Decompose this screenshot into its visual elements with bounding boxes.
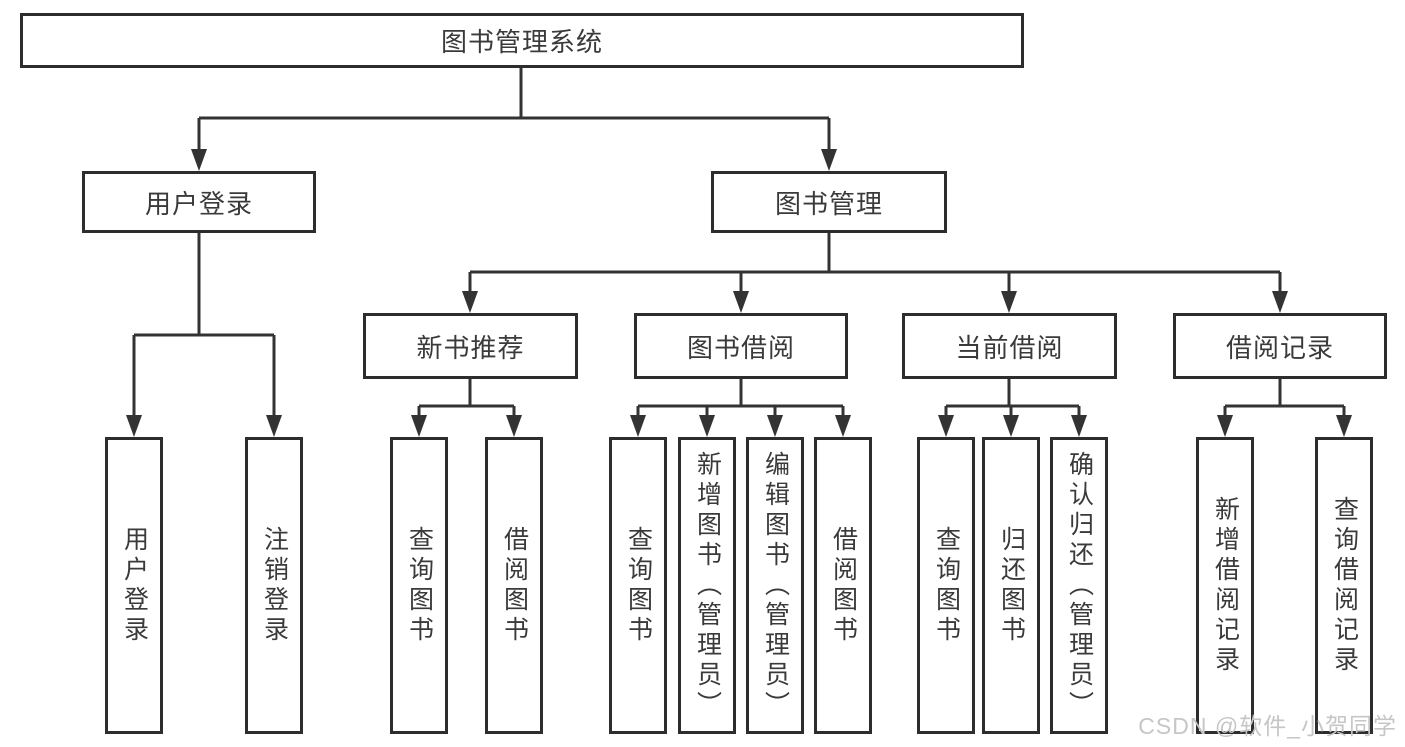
arrowhead [1336,415,1352,437]
leaf-label: 注销登录 [260,525,289,646]
leaf-label: 编辑图书（管理员） [761,450,790,721]
arrowhead [462,291,478,313]
leaf-borrow-books: 借阅图书 [814,437,872,734]
leaf-add-book-admin: 新增图书（管理员） [678,437,736,734]
node-book-borrow: 图书借阅 [634,313,848,379]
leaf-query-books-current: 查询图书 [917,437,975,734]
arrowhead [191,149,207,171]
leaf-label: 查询图书 [624,525,653,646]
leaf-return-book: 归还图书 [982,437,1040,734]
leaf-borrow-books-recommend: 借阅图书 [485,437,543,734]
arrowhead [506,415,522,437]
arrowhead [266,415,282,437]
arrowhead [699,415,715,437]
leaf-query-books-recommend: 查询图书 [390,437,448,734]
leaf-label: 确认归还（管理员） [1065,450,1094,721]
arrowhead [126,415,142,437]
arrowhead [630,415,646,437]
node-borrow-records: 借阅记录 [1173,313,1387,379]
node-current-borrow: 当前借阅 [902,313,1117,379]
arrowhead [767,415,783,437]
leaf-label: 归还图书 [997,525,1026,646]
leaf-label: 借阅图书 [500,525,529,646]
arrowhead [411,415,427,437]
leaf-label: 查询借阅记录 [1330,495,1359,676]
arrowhead [1217,415,1233,437]
connector-borrow-records [1223,379,1346,416]
leaf-label: 新增图书（管理员） [693,450,722,721]
arrowhead [1071,415,1087,437]
leaf-confirm-return-admin: 确认归还（管理员） [1050,437,1108,734]
connector-user-login [132,233,276,416]
connector-root [197,68,831,150]
node-root-system: 图书管理系统 [20,13,1024,68]
leaf-label: 借阅图书 [829,525,858,646]
connector-new-book-recommend [417,379,516,416]
leaf-label: 用户登录 [120,525,149,646]
node-new-book-recommend: 新书推荐 [363,313,578,379]
leaf-label: 新增借阅记录 [1211,495,1240,676]
leaf-edit-book-admin: 编辑图书（管理员） [746,437,804,734]
arrowhead [938,415,954,437]
leaf-query-borrow-record: 查询借阅记录 [1315,437,1373,734]
connector-current-borrow [944,379,1081,416]
arrowhead [821,149,837,171]
leaf-add-borrow-record: 新增借阅记录 [1196,437,1254,734]
leaf-label: 查询图书 [405,525,434,646]
arrowhead [1272,291,1288,313]
arrowhead [733,291,749,313]
arrowhead [835,415,851,437]
arrowhead [1003,415,1019,437]
node-user-login: 用户登录 [82,171,316,233]
node-book-management: 图书管理 [711,171,947,233]
connector-book-management [468,233,1282,292]
leaf-user-login: 用户登录 [105,437,163,734]
leaf-label: 查询图书 [932,525,961,646]
leaf-query-books-borrow: 查询图书 [609,437,667,734]
arrowhead [1001,291,1017,313]
leaf-logout: 注销登录 [245,437,303,734]
connector-book-borrow [636,379,845,416]
